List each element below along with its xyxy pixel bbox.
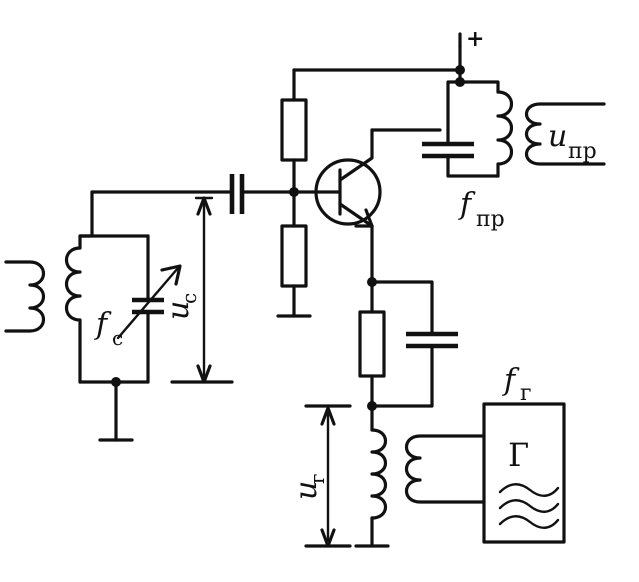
output-secondary-coil [524, 102, 606, 166]
label-fg-main: f [502, 363, 520, 398]
label-ug-main: u [289, 481, 324, 500]
input-secondary-coil [64, 234, 92, 384]
transistor [292, 128, 382, 228]
arrow-down-icon-2 [320, 528, 336, 548]
emitter-resistor [358, 310, 386, 378]
sine-wave-icon [498, 483, 560, 497]
plus-sign: + [466, 26, 484, 52]
label-upr-sub: пр [568, 139, 597, 164]
coupling-capacitor [229, 174, 296, 214]
input-transformer [4, 234, 92, 384]
arrow-up-icon-2 [320, 406, 336, 426]
output-primary-coil [496, 90, 514, 178]
bias-resistor-top [280, 98, 308, 162]
uc-voltage-indicator [170, 196, 234, 384]
generator-symbol: Г [508, 436, 529, 474]
emitter-lo-coil [370, 428, 388, 520]
arrow-up-icon [196, 196, 212, 216]
input-primary-coil [4, 260, 46, 333]
tuning-arrow-icon [160, 264, 182, 286]
label-upr-main: u [548, 119, 567, 154]
label-fpr-main: f [458, 187, 476, 222]
label-fpr-sub: пр [476, 207, 505, 232]
label-fc-main: f [94, 307, 112, 342]
bias-resistor-bottom [280, 224, 308, 288]
label-uc-main: u [161, 301, 196, 320]
label-fg-sub: г [520, 381, 532, 406]
generator-coil [404, 434, 486, 504]
label-ug-sub: г [305, 474, 329, 484]
generator-box [482, 402, 566, 544]
label-fc-sub: c [112, 326, 123, 350]
label-uc-sub: c [177, 293, 201, 304]
ug-voltage-indicator [304, 404, 352, 548]
variable-capacitor [116, 234, 182, 384]
